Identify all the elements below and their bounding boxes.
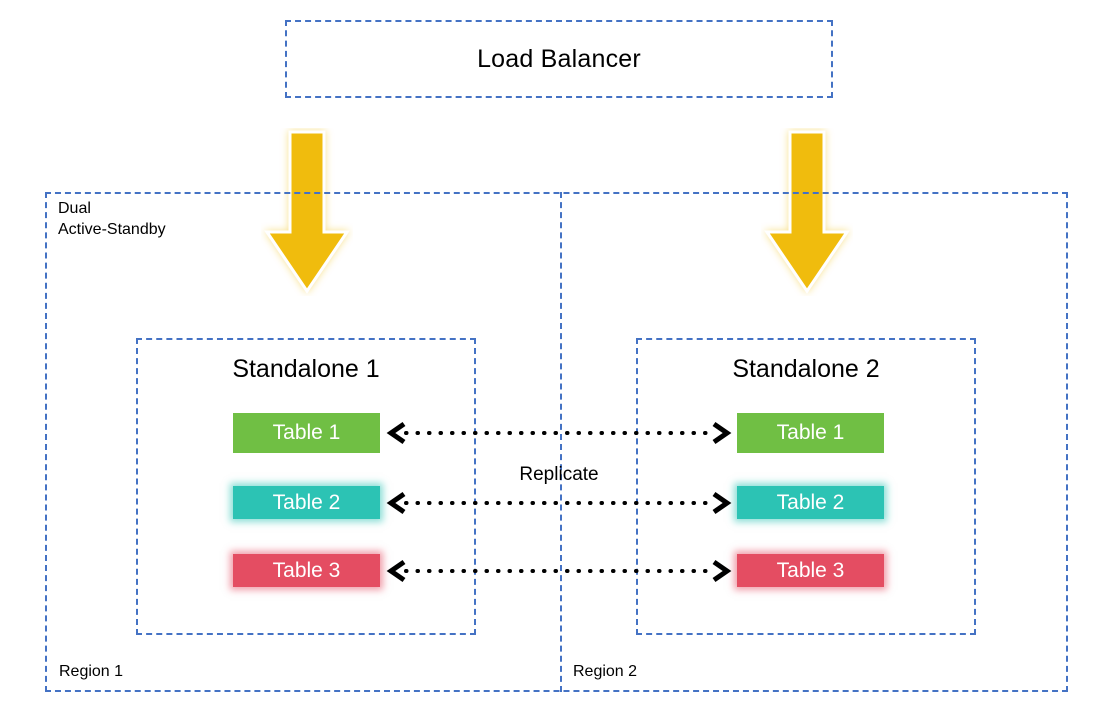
region-label-1: Region 1 <box>59 663 124 680</box>
region-label-2: Region 2 <box>573 663 638 680</box>
standalone-1-table-1: Table 1 <box>233 413 380 453</box>
dual-active-standby-region-container <box>45 192 1068 692</box>
standalone-1-box <box>136 338 476 635</box>
standalone-1-table-2: Table 2 <box>233 486 380 519</box>
load-balancer-label: Load Balancer <box>477 44 641 73</box>
standalone-1-table-3: Table 3 <box>233 554 380 587</box>
replication-connector-1 <box>386 421 732 445</box>
standalone-2-table-1: Table 1 <box>737 413 884 453</box>
replicate-label: Replicate <box>519 464 599 485</box>
standalone-2-title: Standalone 2 <box>732 355 880 383</box>
load-balancer-box: Load Balancer <box>285 20 833 98</box>
flow-arrow-down-right <box>764 130 850 294</box>
replication-connector-2 <box>386 491 732 515</box>
dual-active-standby-label: Dual Active-Standby <box>58 200 166 238</box>
standalone-2-table-2: Table 2 <box>737 486 884 519</box>
standalone-2-box <box>636 338 976 635</box>
region-divider <box>560 192 562 692</box>
standalone-1-title: Standalone 1 <box>232 355 380 383</box>
standalone-2-table-3: Table 3 <box>737 554 884 587</box>
replication-connector-3 <box>386 559 732 583</box>
flow-arrow-down-left <box>264 130 350 294</box>
